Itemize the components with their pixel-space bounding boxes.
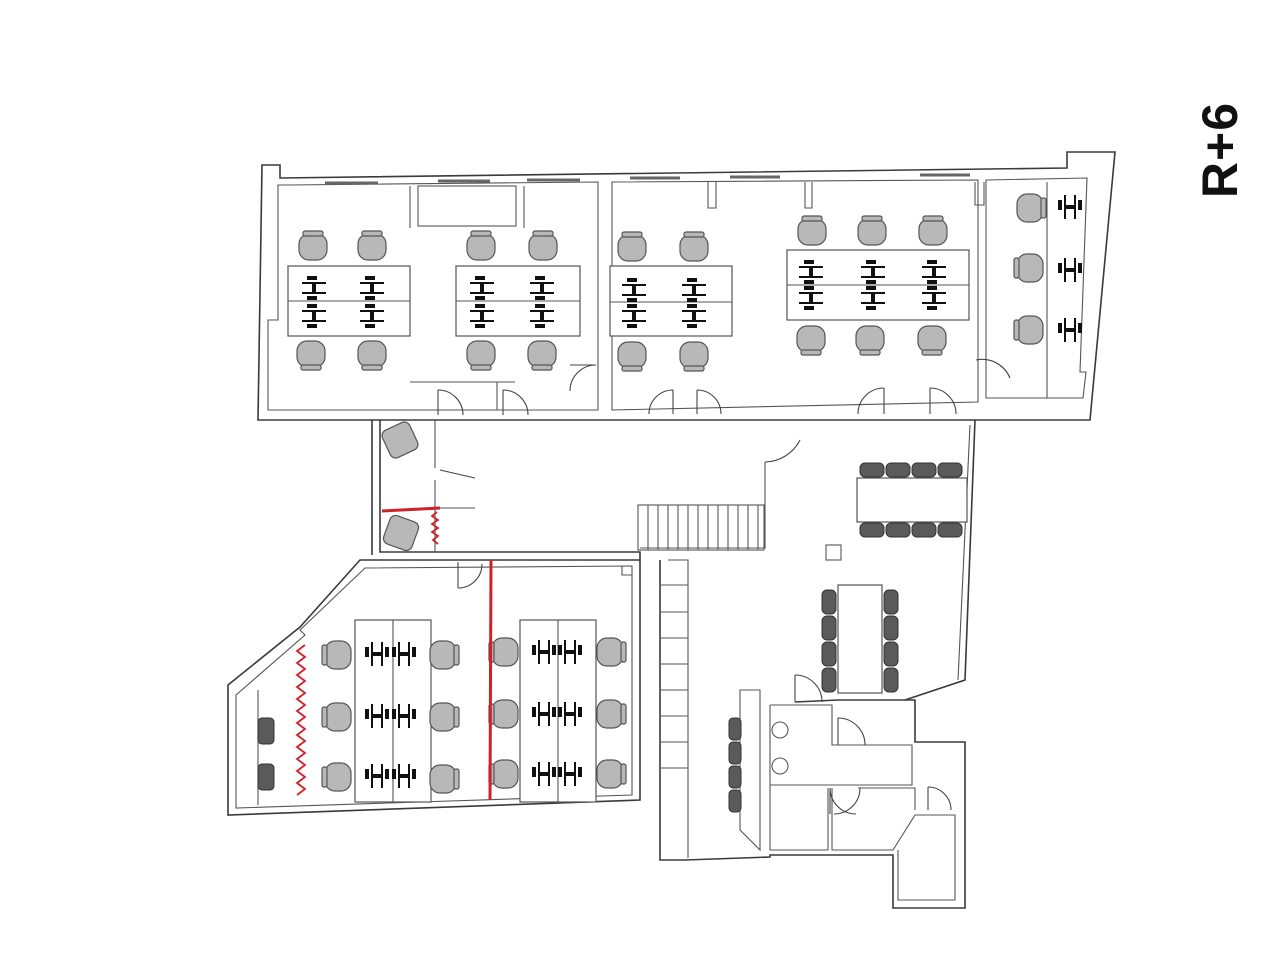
stairs [637,504,765,551]
north-block [257,151,1116,421]
central-lobby [371,420,801,560]
red-markup-zigzag [430,511,440,545]
meeting-table-2 [821,584,899,694]
doors-north [437,358,1011,416]
north-east-room-seats [1013,193,1082,345]
column [825,544,842,561]
meeting-table-1 [856,462,968,538]
lobby-armchair-1 [381,421,419,459]
south-west-office [227,559,641,816]
service-core [684,674,966,909]
lobby-armchair-2 [382,514,420,552]
red-markup-zigzag-west [295,644,307,796]
red-markup-partition [488,559,493,801]
meeting-area [659,419,976,861]
red-markup-line [381,506,441,513]
desk-cluster-3 [609,231,733,372]
desk-cluster-4 [786,215,970,356]
desk-cluster-2 [455,230,581,371]
desk-cluster-1 [287,230,411,371]
